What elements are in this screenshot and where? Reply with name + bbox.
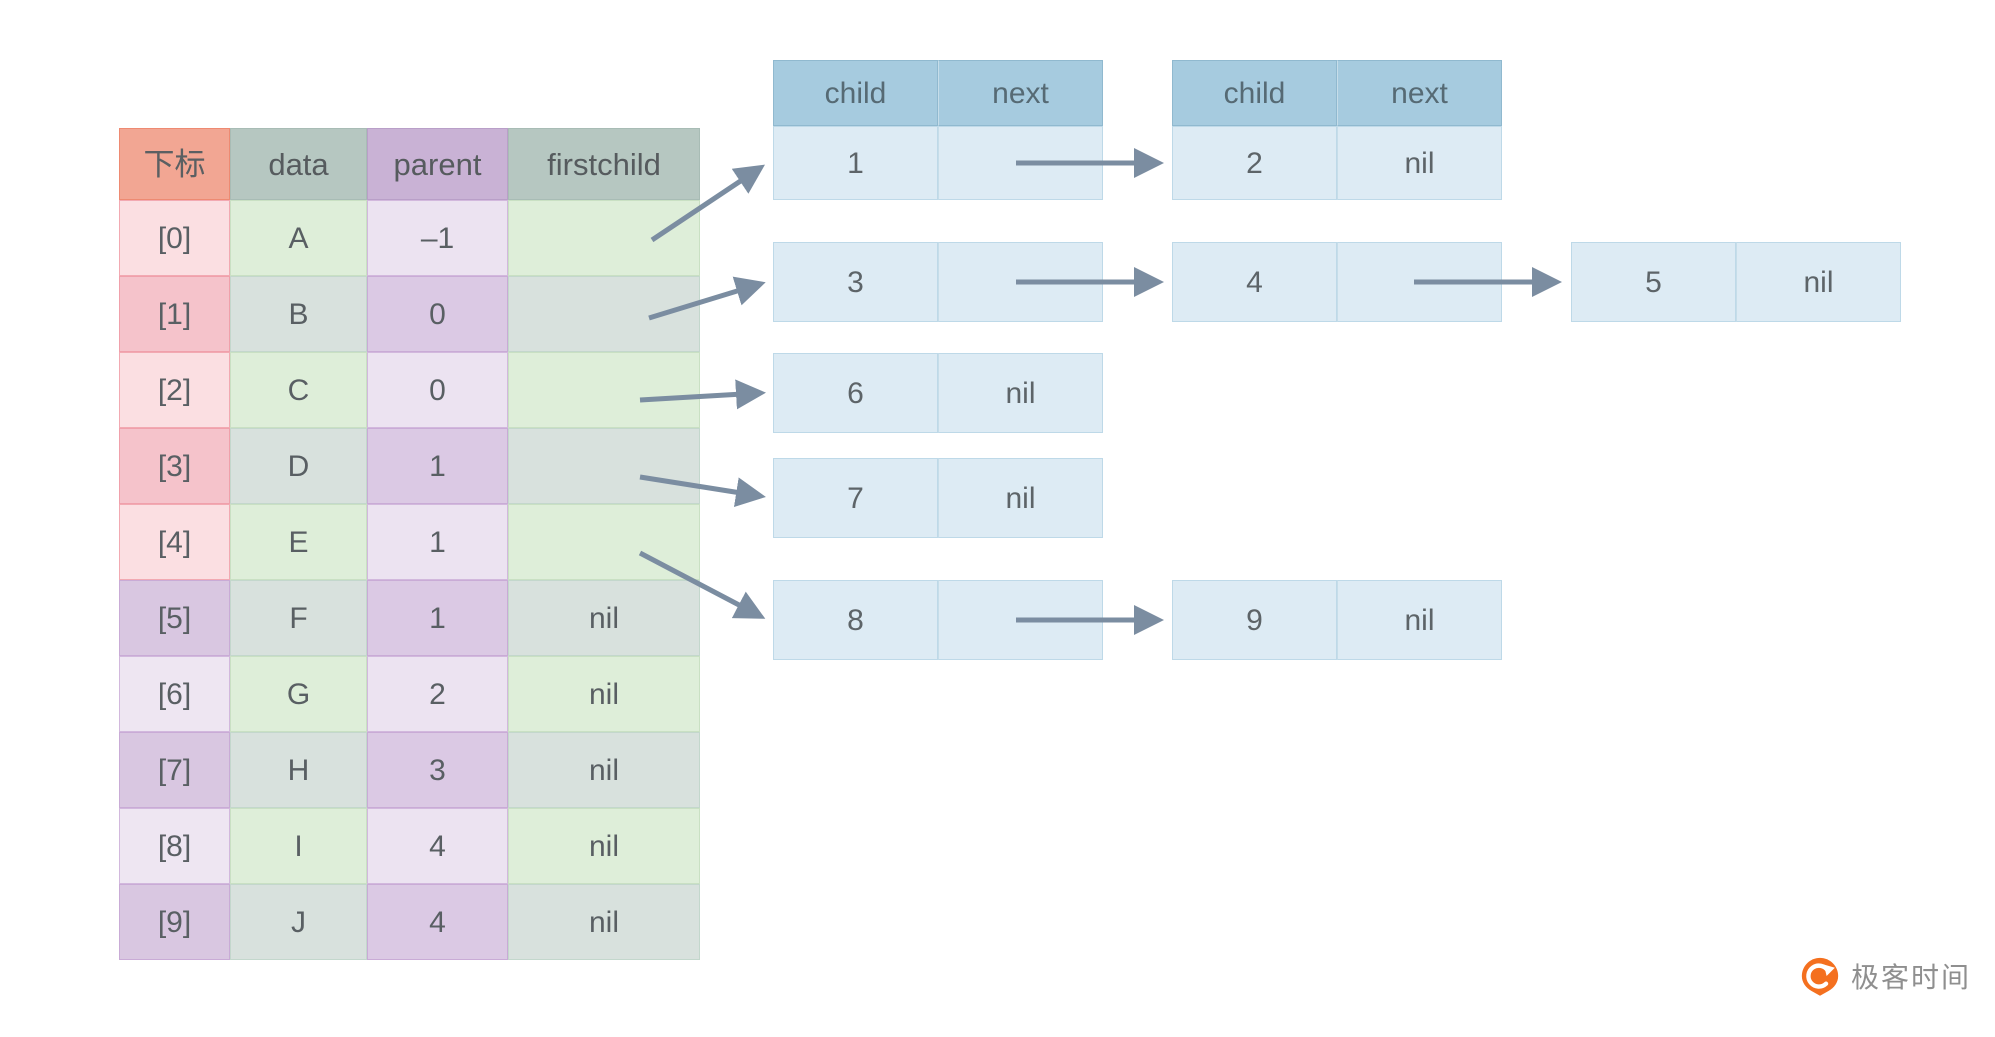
node-child-cell: 9 [1172, 580, 1337, 660]
geektime-logo-text: 极客时间 [1851, 962, 1972, 993]
table-cell-firstchild: nil [508, 732, 700, 808]
table-cell-firstchild [508, 428, 700, 504]
table-cell-index: [3] [119, 428, 230, 504]
table-cell-index: [4] [119, 504, 230, 580]
table-cell-parent: 1 [367, 504, 508, 580]
header-cell-index: 下标 [119, 128, 230, 200]
geektime-logo: 极客时间 [1798, 954, 1971, 998]
table-cell-firstchild: nil [508, 884, 700, 960]
table-cell-index: [1] [119, 276, 230, 352]
node-header-next: next [938, 60, 1103, 126]
table-cell-index: [7] [119, 732, 230, 808]
header-cell-parent: parent [367, 128, 508, 200]
node-header-child: child [773, 60, 938, 126]
node-next-cell [938, 126, 1103, 200]
table-cell-index: [6] [119, 656, 230, 732]
node-next-cell: nil [1337, 126, 1502, 200]
node-child-cell: 5 [1571, 242, 1736, 322]
table-cell-firstchild: nil [508, 580, 700, 656]
table-cell-data: G [230, 656, 367, 732]
table-cell-parent: 1 [367, 428, 508, 504]
node-child-cell: 2 [1172, 126, 1337, 200]
linked-list-node: 5 nil [1571, 242, 1901, 322]
table-cell-index: [0] [119, 200, 230, 276]
table-cell-firstchild: nil [508, 808, 700, 884]
table-column-parent: parent –1 0 0 1 1 1 2 3 4 4 [367, 128, 508, 960]
table-column-firstchild: firstchild nil nil nil nil nil [508, 128, 700, 960]
linked-list-node: child next 1 [773, 60, 1103, 200]
node-next-cell: nil [1337, 580, 1502, 660]
table-cell-data: I [230, 808, 367, 884]
table-cell-parent: 0 [367, 352, 508, 428]
table-cell-firstchild [508, 200, 700, 276]
node-next-cell: nil [938, 458, 1103, 538]
table-cell-index: [2] [119, 352, 230, 428]
node-next-cell: nil [938, 353, 1103, 433]
node-next-cell [1337, 242, 1502, 322]
linked-list-node: 8 [773, 580, 1103, 660]
linked-list-node: child next 2 nil [1172, 60, 1502, 200]
node-next-cell: nil [1736, 242, 1901, 322]
table-cell-parent: 4 [367, 884, 508, 960]
table-cell-data: B [230, 276, 367, 352]
node-child-cell: 7 [773, 458, 938, 538]
table-cell-index: [9] [119, 884, 230, 960]
table-column-data: data A B C D E F G H I J [230, 128, 367, 960]
table-cell-data: C [230, 352, 367, 428]
node-header-child: child [1172, 60, 1337, 126]
table-cell-firstchild [508, 504, 700, 580]
table-cell-data: E [230, 504, 367, 580]
linked-list-node: 3 [773, 242, 1103, 322]
linked-list-node: 9 nil [1172, 580, 1502, 660]
table-cell-data: A [230, 200, 367, 276]
table-cell-parent: 3 [367, 732, 508, 808]
node-header-next: next [1337, 60, 1502, 126]
table-cell-data: J [230, 884, 367, 960]
geektime-logo-icon [1801, 957, 1839, 996]
node-child-cell: 6 [773, 353, 938, 433]
node-next-cell [938, 242, 1103, 322]
header-cell-data: data [230, 128, 367, 200]
linked-list-node: 6 nil [773, 353, 1103, 433]
node-child-cell: 1 [773, 126, 938, 200]
table-cell-index: [8] [119, 808, 230, 884]
table-cell-data: F [230, 580, 367, 656]
table-cell-data: D [230, 428, 367, 504]
table-cell-firstchild [508, 352, 700, 428]
table-cell-parent: 4 [367, 808, 508, 884]
node-child-cell: 3 [773, 242, 938, 322]
header-cell-firstchild: firstchild [508, 128, 700, 200]
table-cell-firstchild: nil [508, 656, 700, 732]
table-cell-index: [5] [119, 580, 230, 656]
node-next-cell [938, 580, 1103, 660]
node-child-cell: 8 [773, 580, 938, 660]
table-cell-parent: 2 [367, 656, 508, 732]
table-cell-firstchild [508, 276, 700, 352]
node-child-cell: 4 [1172, 242, 1337, 322]
linked-list-node: 4 [1172, 242, 1502, 322]
table-column-index: 下标 [0] [1] [2] [3] [4] [5] [6] [7] [8] [… [119, 128, 230, 960]
linked-list-node: 7 nil [773, 458, 1103, 538]
table-cell-parent: 1 [367, 580, 508, 656]
table-cell-parent: –1 [367, 200, 508, 276]
table-cell-data: H [230, 732, 367, 808]
table-cell-parent: 0 [367, 276, 508, 352]
